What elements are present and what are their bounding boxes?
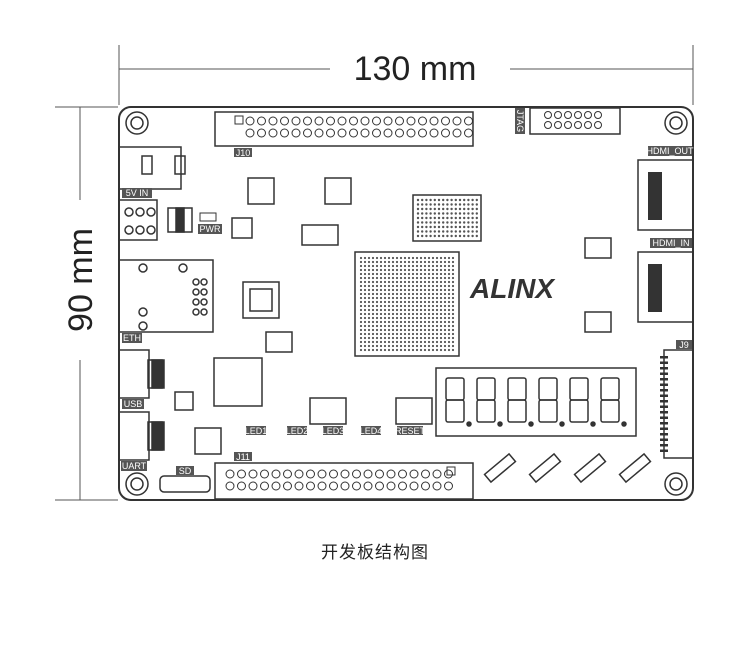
usb-label: USB (124, 399, 143, 409)
height-dimension (55, 106, 118, 501)
led4-label: LED4 (360, 426, 383, 436)
height-label: 90 mm (62, 228, 100, 332)
pwr-label: PWR (200, 224, 221, 234)
mounting-holes (125, 111, 688, 496)
power-in-label: 5V IN (126, 188, 149, 198)
alinx-logo: ALINX (469, 273, 556, 304)
uart-label: UART (122, 461, 147, 471)
j9-connector (660, 349, 694, 459)
hdmi-in-connector (637, 251, 694, 323)
j10-label: J10 (236, 148, 251, 158)
j11-header (214, 462, 474, 500)
led2-label: LED2 (286, 426, 309, 436)
eth-phy-chip (147, 177, 612, 455)
key-switches (483, 452, 652, 484)
eth-label: ETH (123, 333, 141, 343)
j9-label: J9 (679, 340, 689, 350)
hdmi-in-label: HDMI_IN (652, 238, 689, 248)
jtag-label: JTAG (515, 110, 525, 132)
pwr-led (199, 212, 217, 222)
led1-label: LED1 (245, 426, 268, 436)
seven-segment-display (435, 367, 637, 437)
hdmi-out-connector (637, 159, 694, 231)
hdmi-out-label: HDMI_OUT (647, 146, 695, 156)
board-outline (118, 106, 694, 501)
sd-slot (159, 475, 211, 493)
j11-label: J11 (236, 452, 250, 462)
diagram-caption: 开发板结构图 (321, 543, 429, 563)
ethernet-connector (118, 259, 214, 333)
jtag-connector (529, 107, 621, 135)
sd-label: SD (179, 466, 192, 476)
power-switch (118, 199, 193, 241)
ddr-chip (412, 194, 482, 242)
led3-label: LED3 (322, 426, 345, 436)
width-label: 130 mm (354, 50, 477, 88)
j10-header (214, 111, 474, 147)
led-labels: LED1 LED2 LED3 LED4 RESET (245, 426, 426, 436)
uart-connector (118, 411, 165, 461)
reset-label: RESET (395, 426, 426, 436)
fpga-chip (354, 251, 460, 357)
width-dimension (118, 45, 694, 105)
